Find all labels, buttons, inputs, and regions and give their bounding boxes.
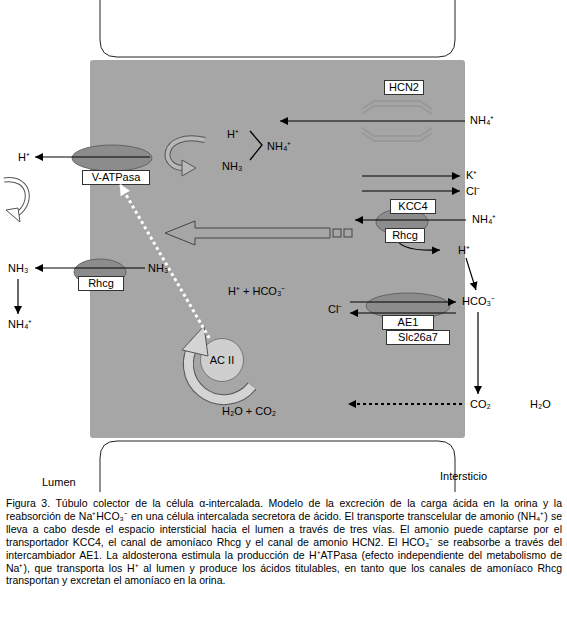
species-label: Lumen — [42, 476, 76, 489]
node-label: AE1 — [383, 316, 433, 329]
flux-arrow — [477, 312, 478, 394]
species-label: NH₄⁺ — [267, 140, 291, 153]
flux-arrow — [17, 279, 18, 314]
transporter-label: Slc26a7 — [386, 330, 450, 345]
flux-arrow — [350, 301, 456, 302]
species-label: Intersticio — [440, 470, 487, 483]
species-label: NH₄⁺ — [8, 318, 32, 331]
node-label: Slc26a7 — [387, 331, 449, 344]
transporter-label: Rhcg — [385, 228, 425, 243]
transporter-label: Rhcg — [78, 276, 124, 291]
node-label: AC II — [210, 354, 234, 367]
species-label: NH₄⁺ — [470, 114, 494, 127]
node-label: Rhcg — [386, 229, 424, 242]
flux-arrow — [35, 156, 150, 157]
node-label: KCC4 — [391, 200, 435, 213]
figure-caption: Figura 3. Túbulo colector de la célula α… — [6, 497, 562, 587]
species-label: H⁺ — [18, 151, 30, 164]
species-label: Cl⁻ — [328, 303, 342, 316]
species-label: H⁺ — [227, 128, 239, 141]
neighbor-cell — [100, 441, 455, 492]
species-label: CO₂ — [470, 398, 491, 411]
species-label: K⁺ — [466, 169, 477, 182]
species-label: Cl⁻ — [466, 185, 480, 198]
species-label: NH₃ — [222, 160, 242, 173]
species-label: H⁺ + HCO₃⁻ — [228, 285, 285, 298]
flux-arrow — [362, 190, 460, 191]
transporter-label: AE1 — [382, 315, 434, 330]
species-label: NH₄⁺ — [472, 213, 496, 226]
neighbor-cell — [100, 0, 455, 57]
cell-body: AC II H⁺ NH₃ NH₄⁺ NH₃ H⁺ + HCO₃⁻ Cl⁻ H₂O + CO₂ — [90, 60, 465, 438]
node-label: V-ATPasa — [83, 171, 149, 184]
species-label: HCO₃⁻ — [462, 295, 495, 308]
pump-protein — [72, 145, 152, 171]
flux-arrow — [35, 267, 145, 268]
flux-arrow — [280, 120, 465, 121]
species-label: H₂O + CO₂ — [222, 405, 276, 418]
species-label: H⁺ — [458, 244, 470, 257]
arrow-head — [6, 208, 20, 222]
transporter-label: V-ATPasa — [82, 170, 150, 185]
species-label: H₂O — [530, 398, 551, 411]
transporter-label: KCC4 — [390, 199, 436, 214]
flux-arrow — [350, 312, 456, 313]
transporter-label: HCN2 — [384, 80, 424, 95]
flux-arrow — [362, 175, 460, 176]
species-label: NH₃ — [8, 262, 28, 275]
flux-arrow — [355, 219, 466, 220]
flux-arrow — [466, 258, 476, 290]
node-label: Rhcg — [79, 277, 123, 290]
species-label: NH₃ — [148, 262, 168, 275]
node-label: HCN2 — [385, 81, 423, 94]
